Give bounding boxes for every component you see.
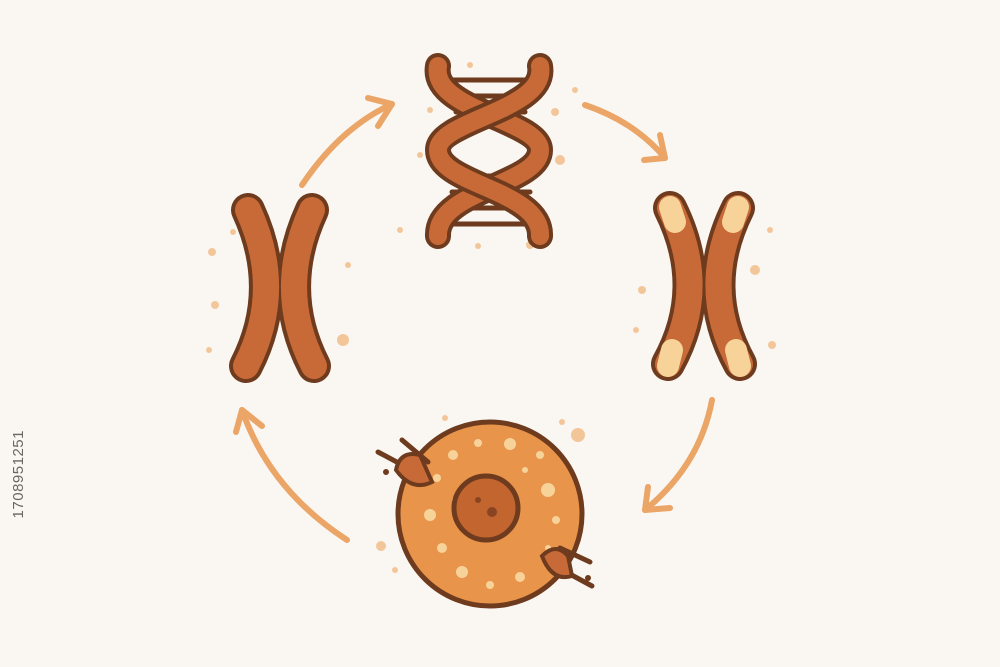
chromosome-icon [229,193,331,383]
cycle-arrows [233,95,715,543]
cell-fragment-left [375,437,435,487]
dna-double-helix-icon [424,53,554,249]
cell-vesicles [424,438,560,589]
cycle-arrow-icon [642,397,715,513]
chromosome-with-telomeres-icon [651,191,757,381]
image-id-label: 1708951251 [10,430,27,519]
cycle-arrow-icon [233,407,350,543]
cell-with-nucleus-icon [375,419,595,609]
cycle-arrow-icon [582,102,668,163]
cycle-arrow-icon [299,95,395,188]
cell-fragment-right [539,545,595,589]
